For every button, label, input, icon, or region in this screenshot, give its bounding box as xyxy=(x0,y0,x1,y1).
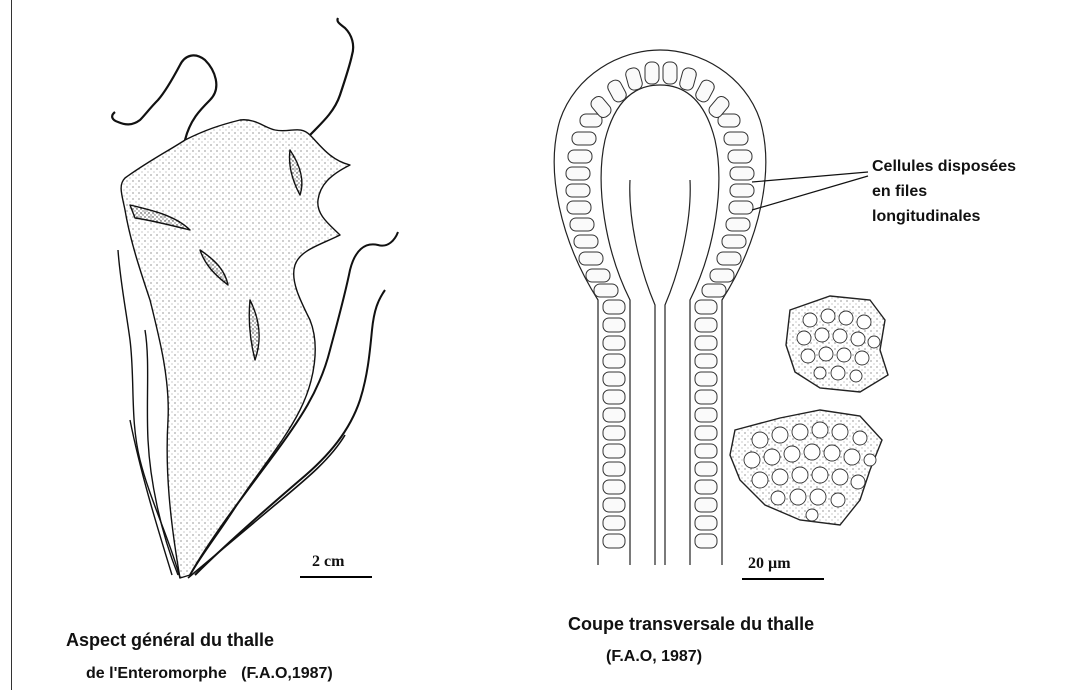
scale-bar-2cm xyxy=(300,576,372,578)
section-lumen-wall-left xyxy=(630,180,655,565)
annotation-line2: en files xyxy=(872,183,927,201)
annotation-line3: longitudinales xyxy=(872,208,980,226)
scale-label-2cm: 2 cm xyxy=(312,553,344,571)
caption-left-line2: de l'Enteromorphe (F.A.O,1987) xyxy=(86,665,333,683)
caption-right-source: (F.A.O, 1987) xyxy=(606,648,702,666)
caption-left-line1: Aspect général du thalle xyxy=(66,630,274,651)
surface-cell-patch-upper xyxy=(786,296,888,392)
caption-left-species: de l'Enteromorphe xyxy=(86,665,227,682)
scale-bar-20um xyxy=(742,578,824,580)
section-lumen-wall-right xyxy=(665,180,690,565)
caption-left-source: (F.A.O,1987) xyxy=(241,665,333,682)
section-cells-left-arm xyxy=(566,114,625,548)
caption-right-line1: Coupe transversale du thalle xyxy=(568,614,814,635)
scale-label-20um: 20 µm xyxy=(748,555,791,573)
section-cells-top-arch xyxy=(589,62,732,120)
thallus-drawing xyxy=(112,18,398,578)
annotation-leader-lines xyxy=(752,172,868,210)
surface-cell-patch-lower xyxy=(730,410,882,525)
thallus-strand-top-right xyxy=(310,18,353,135)
thallus-strand-top-left xyxy=(112,55,216,140)
annotation-line1: Cellules disposées xyxy=(872,158,1016,176)
